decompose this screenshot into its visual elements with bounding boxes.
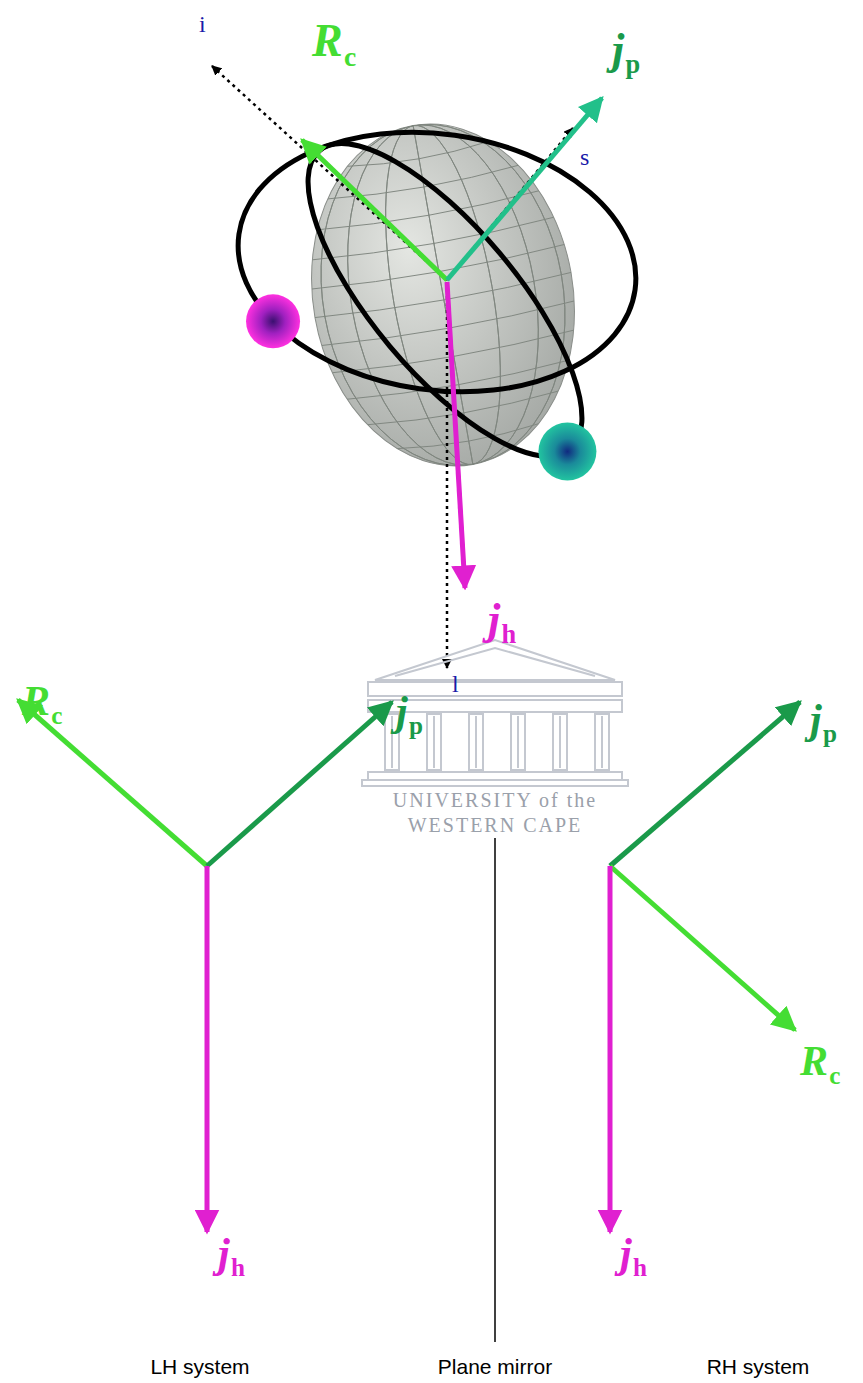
nucleus-ellipsoid <box>285 103 601 487</box>
vector-label: jp <box>612 28 640 72</box>
watermark-text: UNIVERSITY of the <box>393 790 597 810</box>
mirror-label: Plane mirror <box>438 1356 552 1377</box>
particle <box>538 423 596 481</box>
rh-vectors <box>610 702 800 1232</box>
vector-label: jh <box>620 1232 647 1274</box>
vector-label: jp <box>396 690 423 732</box>
axis-label: l <box>452 672 459 696</box>
watermark-text: WESTERN CAPE <box>408 815 583 835</box>
axes <box>212 66 573 668</box>
plane-mirror-line <box>494 838 496 1342</box>
axis-label: s <box>580 145 589 169</box>
lh-vectors <box>18 700 392 1232</box>
vector-label: jh <box>218 1232 245 1274</box>
watermark-logo <box>362 640 628 786</box>
vector-label: Rc <box>312 18 356 64</box>
vector-label: Rc <box>22 680 62 722</box>
axis-label: i <box>199 12 206 36</box>
orbits <box>221 104 653 495</box>
system-label: LH system <box>150 1356 249 1377</box>
hole-particle <box>246 294 300 348</box>
vector-label: jh <box>488 598 516 642</box>
system-label: RH system <box>707 1356 810 1377</box>
vectors <box>302 98 602 588</box>
vector-label: Rc <box>800 1040 840 1082</box>
vector-label: jp <box>810 698 837 740</box>
